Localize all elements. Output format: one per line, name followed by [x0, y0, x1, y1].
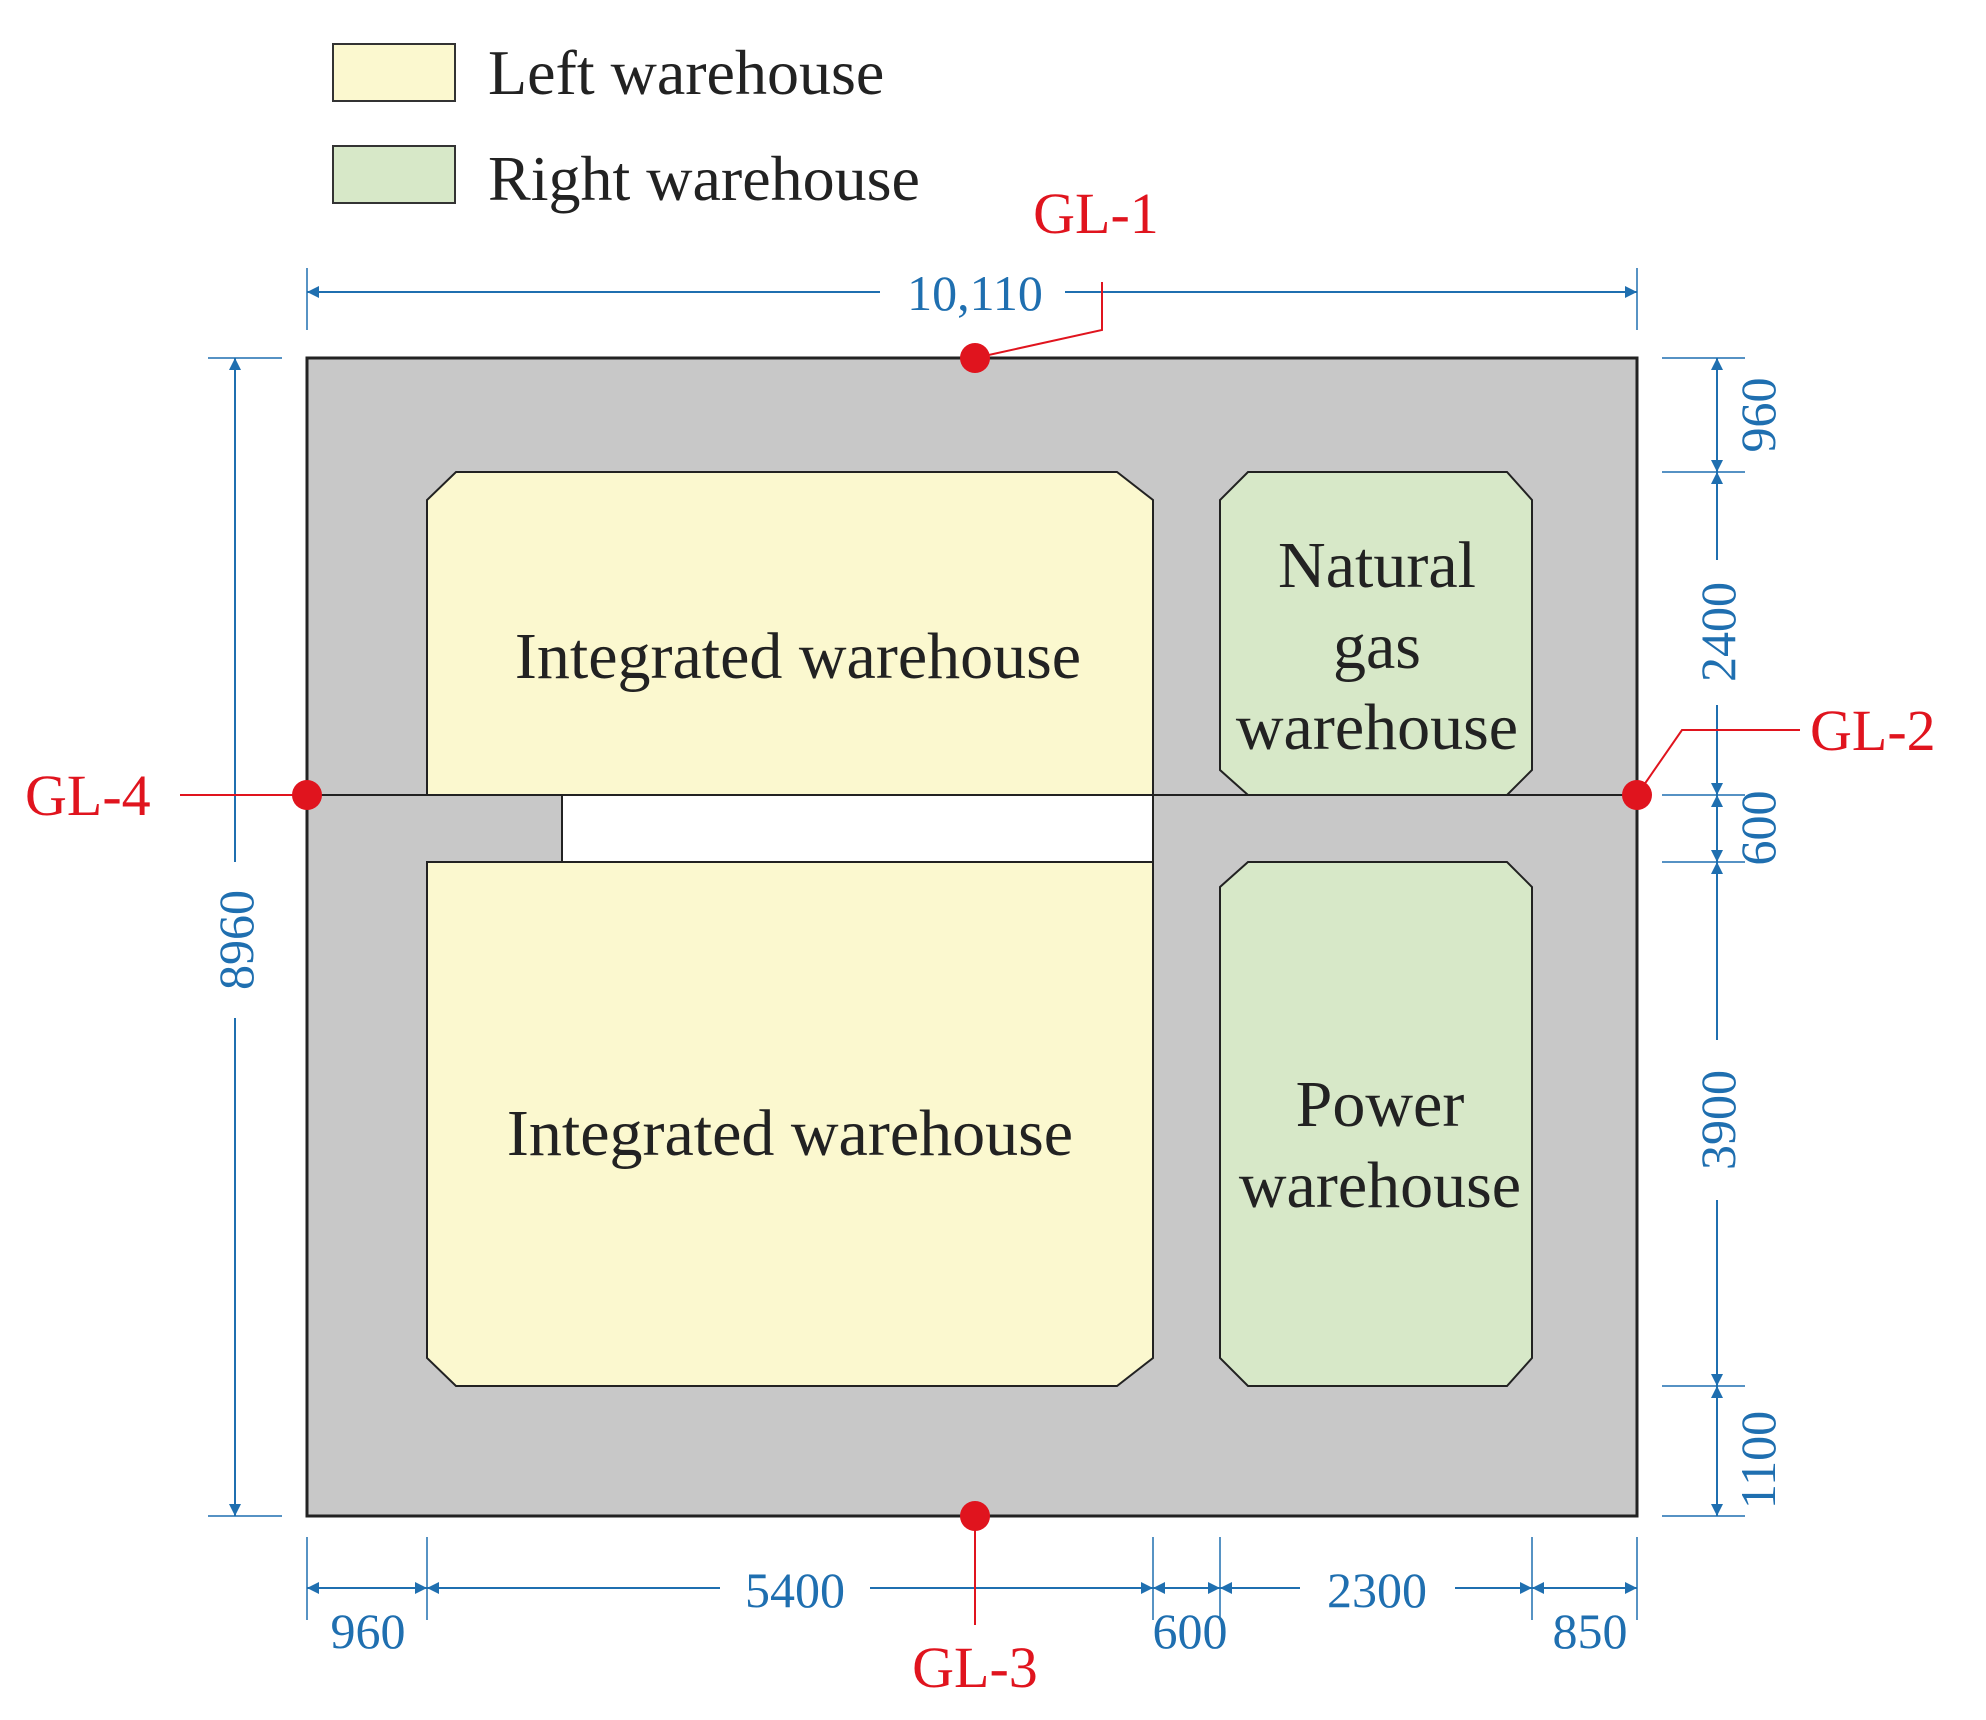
dimension-left: 8960	[208, 357, 282, 1517]
dimension-bottom-1: 960	[331, 1603, 406, 1659]
room-label-integrated-top: Integrated warehouse	[515, 620, 1081, 693]
gauge-gl2: GL-2	[1622, 698, 1936, 810]
gauge-gl1: GL-1	[960, 181, 1159, 373]
dimension-bottom-5: 850	[1553, 1603, 1628, 1659]
dimension-total-width: 10,110	[907, 265, 1043, 321]
room-label-natural-gas-2: gas	[1333, 610, 1421, 683]
power-warehouse	[1219, 861, 1533, 1387]
room-label-power-1: Power	[1296, 1068, 1465, 1141]
dimension-total-height: 8960	[208, 890, 264, 990]
dimension-right-2: 2400	[1690, 582, 1746, 682]
dimension-right-chain: 960 2400 600 3900 1100	[1662, 357, 1786, 1517]
gauge-point-gl3	[960, 1501, 990, 1531]
dimension-top: 10,110	[306, 265, 1638, 330]
gauge-point-gl4	[292, 780, 322, 810]
legend: Left warehouse Right warehouse	[332, 37, 920, 214]
dimension-right-3: 600	[1730, 791, 1786, 866]
gauge-label-gl1: GL-1	[1033, 181, 1159, 246]
dimension-right-5: 1100	[1730, 1411, 1786, 1509]
room-label-natural-gas-3: warehouse	[1236, 691, 1518, 764]
room-label-natural-gas-1: Natural	[1278, 529, 1476, 602]
dimension-bottom-4: 2300	[1327, 1562, 1427, 1618]
dimension-bottom-3: 600	[1153, 1603, 1228, 1659]
dimension-right-4: 3900	[1690, 1070, 1746, 1170]
legend-label-right: Right warehouse	[488, 143, 920, 214]
dimension-bottom-chain: 960 5400 600 2300 850	[306, 1537, 1638, 1659]
legend-label-left: Left warehouse	[488, 37, 884, 108]
dimension-bottom-2: 5400	[745, 1562, 845, 1618]
gauge-label-gl3: GL-3	[912, 1635, 1038, 1700]
gauge-label-gl2: GL-2	[1810, 698, 1936, 763]
gauge-gl3: GL-3	[912, 1501, 1038, 1700]
gauge-point-gl2	[1622, 780, 1652, 810]
legend-swatch-right	[332, 145, 456, 204]
legend-swatch-left	[332, 43, 456, 102]
connecting-passage	[561, 794, 1154, 863]
gauge-gl4: GL-4	[25, 763, 322, 828]
gauge-label-gl4: GL-4	[25, 763, 151, 828]
gauge-point-gl1	[960, 343, 990, 373]
room-label-power-2: warehouse	[1239, 1149, 1521, 1222]
dimension-right-1: 960	[1730, 378, 1786, 453]
room-label-integrated-bottom: Integrated warehouse	[507, 1097, 1073, 1170]
